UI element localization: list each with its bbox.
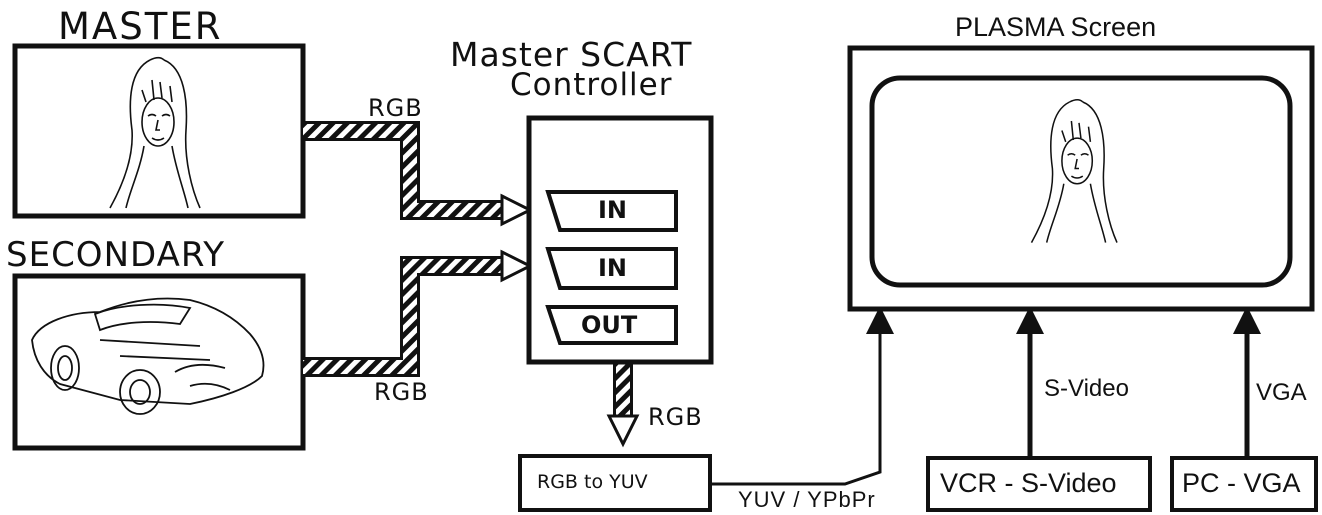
master-title: MASTER: [58, 8, 222, 45]
arrow-head-icon: [502, 252, 530, 280]
secondary-title: SECONDARY: [6, 238, 225, 272]
plasma-inner-screen: [872, 78, 1290, 285]
svideo-label: S-Video: [1044, 377, 1129, 401]
arrow-head-icon: [502, 196, 530, 224]
plasma-title: PLASMA Screen: [955, 14, 1156, 41]
arrow-head-icon: [609, 416, 637, 444]
vga-label: VGA: [1256, 381, 1307, 405]
secondary-rgb-label: RGB: [374, 380, 429, 404]
yuv-label: YUV / YPbPr: [738, 489, 876, 511]
controller-rgb-label: RGB: [648, 405, 703, 429]
converter-label: RGB to YUV: [537, 473, 648, 492]
master-rgb-label: RGB: [368, 96, 423, 120]
port-in-1-label: IN: [598, 198, 627, 222]
controller-title-line2: Controller: [510, 70, 673, 101]
port-in-2-label: IN: [598, 256, 627, 280]
yuv-line: [710, 322, 880, 484]
port-out-label: OUT: [581, 313, 637, 337]
pc-label: PC - VGA: [1182, 470, 1301, 497]
vcr-label: VCR - S-Video: [940, 470, 1117, 497]
master-frame: [15, 46, 303, 216]
